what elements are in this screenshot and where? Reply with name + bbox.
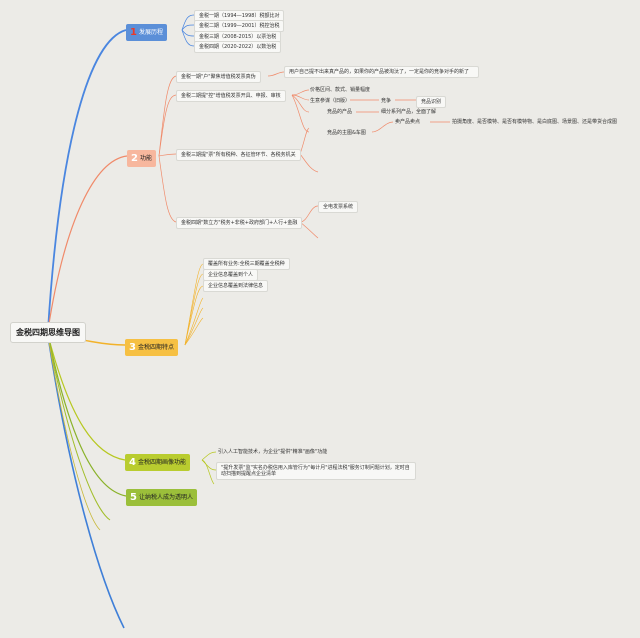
topic-function-3[interactable]: 金税三期提"票"所有税种、各征管环节、各税务机关 xyxy=(176,149,301,161)
link-extra-olive xyxy=(47,335,101,531)
link-branch4 xyxy=(47,334,126,461)
branch-label: 金税四期画像功能 xyxy=(137,459,186,466)
detail-e-invoice-system[interactable]: 全电发票系统 xyxy=(318,201,359,213)
topic-phase-4[interactable]: 金税四期（2020-2022）以数治税 xyxy=(194,41,282,53)
link-branch2 xyxy=(47,155,128,331)
detail-competition[interactable]: 竞争 xyxy=(381,98,392,104)
detail-competitor-products[interactable]: 竞品的产品 xyxy=(327,109,353,115)
branch-label: 发展历程 xyxy=(138,29,163,36)
link-branch5 xyxy=(47,334,127,497)
link-extra-green xyxy=(47,335,111,521)
detail-business-advisor[interactable]: 生意参谋（旧版） xyxy=(310,98,351,104)
topic-function-4[interactable]: 金税四期"数立方"税务+非税+政府部门+人行+金融 xyxy=(176,217,303,229)
branch-number: 4 xyxy=(129,457,136,468)
root-topic[interactable]: 金税四期思维导图 xyxy=(10,322,86,343)
branch-number: 2 xyxy=(131,153,138,164)
detail-shooting-angles[interactable]: 拍摄角度、是否模特、是否有模特物、是白底图、场景图、还是带货合成图 xyxy=(452,119,618,125)
branch-label: 让纳税人成为透明人 xyxy=(138,494,193,501)
branch-number: 1 xyxy=(130,27,137,38)
detail-price-range[interactable]: 价格区间、款式、销量幅度 xyxy=(310,87,371,93)
detail-user-product[interactable]: 用户自己提不出来真产品的，如果你的产品被淘汰了，一定是你的竞争对手的新了 xyxy=(284,66,479,78)
topic-profiling-2[interactable]: "提升发票"监"实名办税信用入库管行为"每计月"进程法税"服务订制问题计划，定时… xyxy=(216,462,416,480)
detail-competitor-images[interactable]: 竞品的主图&车图 xyxy=(327,130,366,136)
topic-profiling-1[interactable]: 引入人工智能技术，为企业"提供"精准"画像"功能 xyxy=(218,449,328,455)
detail-competitor-identify[interactable]: 竞品识别 xyxy=(416,96,447,108)
detail-selling-points[interactable]: 卖产品卖点 xyxy=(395,119,421,125)
branch-label: 功能 xyxy=(139,155,152,162)
branch-number: 3 xyxy=(129,342,136,353)
branch-label: 金税四期特点 xyxy=(137,344,174,351)
link-extra-blue xyxy=(47,335,125,629)
link-branch1 xyxy=(47,29,127,331)
topic-function-1[interactable]: 金税一期"户"聚焦增值税发票真伪 xyxy=(176,71,261,83)
topic-function-2[interactable]: 金税二期提"控"增值税发票开具、申报、审核 xyxy=(176,90,286,102)
topic-feature-3[interactable]: 企业信息覆盖到法律信息 xyxy=(203,280,269,292)
branch-number: 5 xyxy=(130,492,137,503)
detail-series-compare[interactable]: 细分系列产品，全面了解 xyxy=(381,109,437,115)
